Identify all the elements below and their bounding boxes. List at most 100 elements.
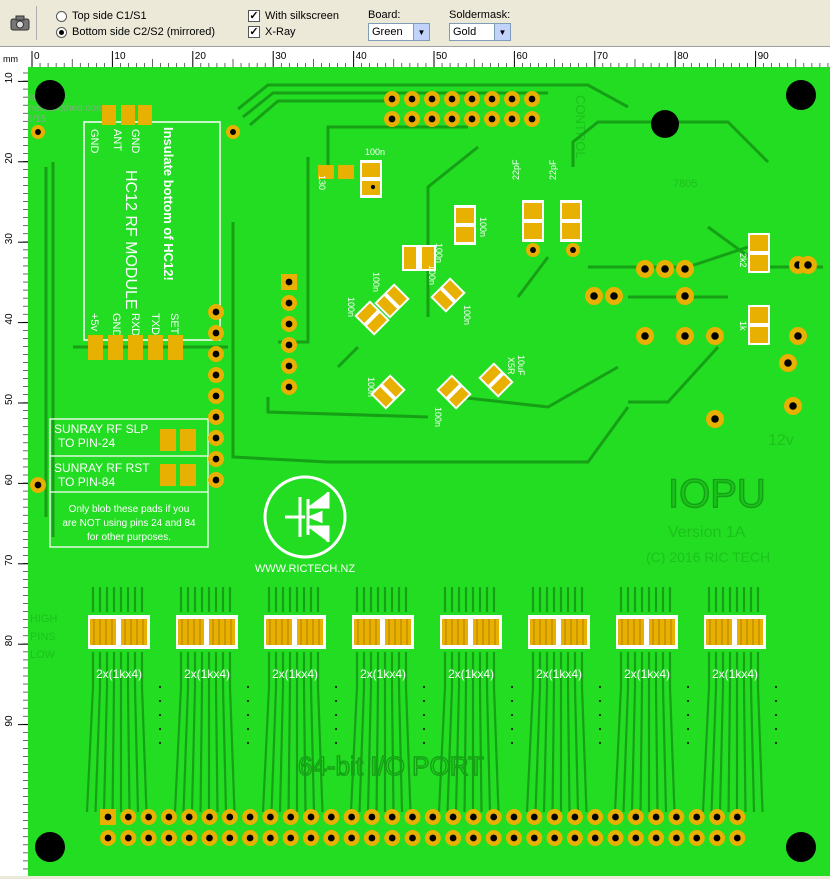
ruler-tick-label: 80 [4,635,15,647]
via [599,728,601,730]
pad [383,377,403,397]
comb-trace [580,587,588,813]
drill [35,129,41,135]
drill [428,115,436,123]
pad [750,235,768,251]
chevron-down-icon[interactable]: ▼ [413,24,429,40]
ghost-title: IOPU [668,472,766,516]
jumper-2-line1: SUNRAY RF RST [54,461,150,475]
jumper-pad [160,464,176,486]
pad [373,387,393,407]
drill [34,481,42,489]
comb-trace [182,587,190,813]
via [511,742,513,744]
drill [661,265,669,273]
pcb-board[interactable]: IOPU Version 1A (C) 2016 RIC TECH 64-bit… [1,67,830,879]
mount-hole [786,832,816,862]
soldermask-select[interactable]: Gold ▼ [449,23,511,41]
drill [285,383,293,391]
pad [88,335,103,360]
mount-hole [651,110,679,138]
drill [510,834,518,842]
comb-trace [727,587,732,813]
drill [285,362,293,370]
via [687,742,689,744]
ghost-level-low: LOW [30,649,56,661]
xray-checkbox[interactable]: ✓ X-Ray [248,26,296,38]
checkmark-icon[interactable]: ✓ [248,26,260,38]
rf-module: HC12 RF MODULE Insulate bottom of HC12! … [83,105,221,360]
toolbar: Top side C1/S1 Bottom side C2/S2 (mirror… [0,0,830,47]
rf-pin-top: GND [129,129,141,154]
pad [439,377,459,397]
via [511,714,513,716]
drill [641,265,649,273]
drill [508,115,516,123]
jumper-note-line: for other purposes. [87,532,171,543]
pad [318,165,334,179]
drill [612,813,619,821]
via [511,728,513,730]
comb-trace [358,587,366,813]
comb-trace [214,587,219,813]
ruler-tick-label: 20 [4,152,15,164]
trace [237,83,629,111]
pad [121,105,135,125]
via [687,700,689,702]
cap-label: 130 [317,175,327,190]
cap-outline [354,300,390,336]
board-select[interactable]: Green ▼ [368,23,430,41]
rf-pin-bottom: SET [168,313,180,335]
logo-transistor [285,492,330,542]
drill [212,371,220,379]
side-top-radio[interactable]: Top side C1/S1 [56,10,147,22]
comb-trace [485,587,492,813]
checkmark-icon[interactable]: ✓ [248,10,260,22]
comb-trace [492,587,500,813]
silkscreen-checkbox[interactable]: ✓ With silkscreen [248,10,339,22]
ruler-tick-label: 10 [4,72,15,84]
rnet-label: 2x(1kx4) [712,667,758,681]
via [159,686,161,688]
drill [449,813,457,821]
chevron-down-icon[interactable]: ▼ [494,24,510,40]
pad [750,255,768,271]
pcb-canvas[interactable]: IOPU Version 1A (C) 2016 RIC TECH 64-bit… [1,67,830,876]
cap-label: 100n [462,305,472,325]
drill [488,95,496,103]
drill [212,476,220,484]
via [423,728,425,730]
drill [784,359,792,367]
rf-pin-bottom: GND [110,313,122,338]
cap-label: 100n [346,297,356,317]
comb-trace [749,587,756,813]
drill [794,332,802,340]
drill [226,813,234,821]
comb-trace [390,587,395,813]
comb-trace [534,587,542,813]
drill [448,95,456,103]
mounting-holes [35,80,816,862]
radio-top-indicator[interactable] [56,10,67,22]
ruler-tick-label: 30 [4,233,15,245]
comb-trace [102,587,109,813]
rf-pin-bottom: TXD [149,313,161,335]
trace [249,99,388,127]
radio-bottom-indicator[interactable] [56,26,67,38]
side-bottom-radio[interactable]: Bottom side C2/S2 (mirrored) [56,26,215,38]
drill [528,95,536,103]
ruler-tick-label: 60 [516,51,528,62]
drill [104,813,112,821]
via [335,742,337,744]
drill [165,834,173,842]
drill [388,95,396,103]
cap-outline [436,374,472,410]
drill [681,265,689,273]
drill [307,834,315,842]
drill [673,813,680,821]
camera-button[interactable] [4,6,37,40]
via [423,700,425,702]
rictech-logo: WWW.RICTECH.NZ [255,475,355,575]
comb-trace [366,587,373,813]
